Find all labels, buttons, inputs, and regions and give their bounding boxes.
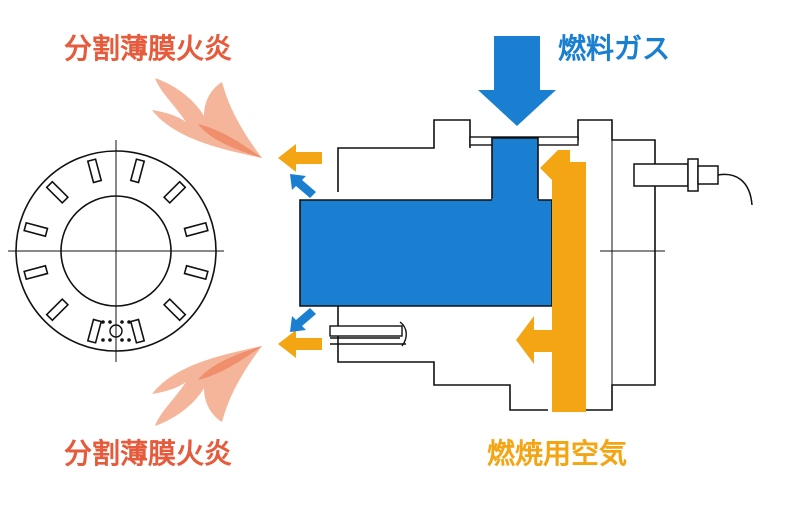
flame-label-top: 分割薄膜火炎 (64, 32, 233, 65)
gas-outlet-arrows (290, 174, 316, 332)
burner-slot (162, 297, 187, 322)
burner-slots (23, 158, 209, 344)
fuel-gas-arrow (478, 36, 556, 126)
combustion-air-label: 燃焼用空気 (487, 437, 628, 470)
burner-slot (129, 158, 146, 184)
burner-slot (23, 264, 49, 281)
air-outlet-arrows (278, 144, 322, 358)
burner-front-view (8, 140, 224, 362)
burner-slot (162, 180, 187, 205)
burner-slot (86, 158, 103, 184)
burner-slot (86, 318, 103, 344)
burner-slot (45, 180, 70, 205)
fuel-gas-label: 燃料ガス (558, 32, 671, 65)
flame-bottom (152, 346, 262, 426)
pilot-tube (329, 321, 407, 347)
combustion-air-path (516, 150, 586, 412)
burner-slot (23, 221, 49, 238)
flame-top (152, 78, 262, 158)
burner-slot (183, 264, 209, 281)
igniter-connector (633, 158, 753, 206)
flame-label-bottom: 分割薄膜火炎 (64, 437, 233, 470)
burner-slot (129, 318, 146, 344)
burner-slot (45, 297, 70, 322)
burner-slot (183, 221, 209, 238)
pilot-port (101, 320, 131, 342)
